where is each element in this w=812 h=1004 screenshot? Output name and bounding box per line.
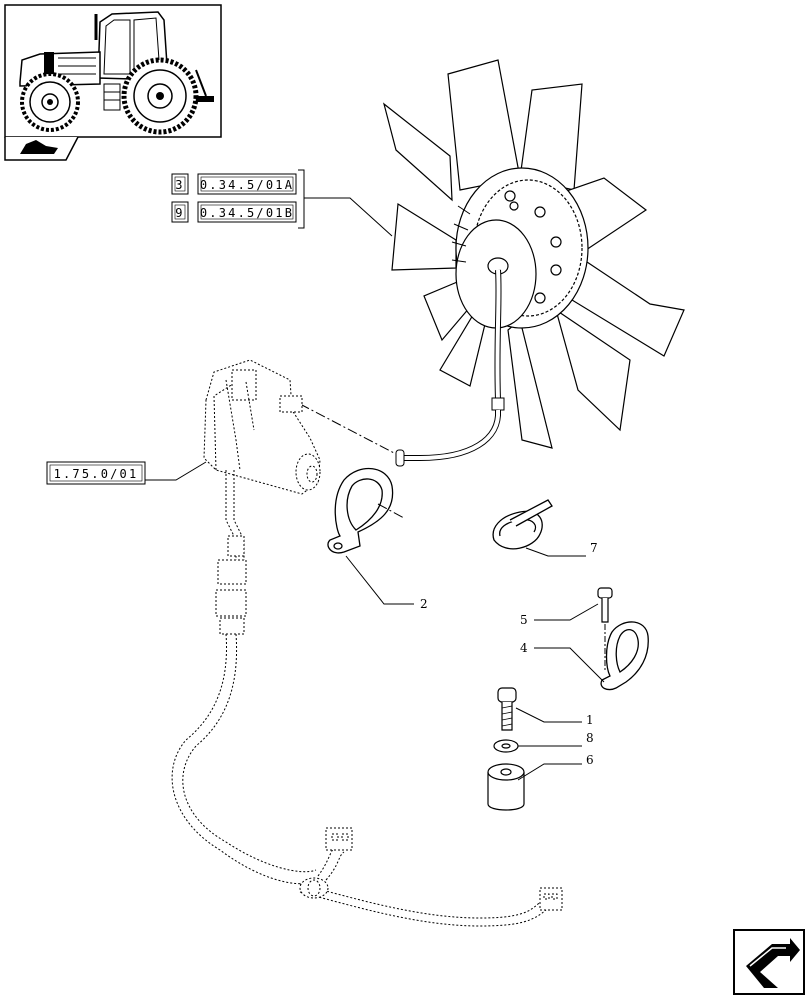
svg-text:7: 7 <box>590 541 598 555</box>
ref-qty-3: 3 <box>175 178 184 192</box>
connection-centerline <box>299 403 397 455</box>
svg-text:2: 2 <box>420 597 428 611</box>
next-page-arrow-icon[interactable] <box>733 929 805 995</box>
fan-reference-leader <box>298 169 393 237</box>
svg-text:4: 4 <box>520 641 528 655</box>
fan-actuator-motor <box>203 359 321 495</box>
part-1-bolt <box>497 687 517 731</box>
reference-box-motor: 1.75.0/01 <box>46 461 207 485</box>
callout-6: 6 <box>517 753 594 781</box>
callout-1: 1 <box>515 707 594 727</box>
tractor-thumbnail <box>4 4 222 138</box>
wiring-harness <box>171 470 563 927</box>
svg-text:6: 6 <box>586 753 594 767</box>
part-6-spacer <box>487 763 525 811</box>
part-2-p-clamp <box>327 467 394 554</box>
part-8-washer <box>493 739 519 753</box>
ref-code-motor: 1.75.0/01 <box>54 467 139 481</box>
callout-7: 7 <box>525 541 598 557</box>
section-symbol-icon <box>4 136 79 161</box>
cooling-fan <box>382 59 685 449</box>
svg-text:1: 1 <box>586 713 594 727</box>
clamp-centerline <box>377 503 405 519</box>
callout-8: 8 <box>518 731 594 747</box>
fan-sensor-harness <box>395 269 505 467</box>
ref-qty-9: 9 <box>175 206 184 220</box>
svg-text:5: 5 <box>520 613 528 627</box>
callout-4: 4 <box>520 641 605 683</box>
reference-box-3: 3 0.34.5/01A <box>171 173 297 195</box>
part-5-bolt-small <box>597 587 613 623</box>
callout-5: 5 <box>520 603 599 627</box>
part-4-clip <box>600 621 649 691</box>
part-7-cable-tie <box>492 499 553 550</box>
callout-2: 2 <box>345 555 428 611</box>
reference-box-9: 9 0.34.5/01B <box>171 201 297 223</box>
svg-text:8: 8 <box>586 731 594 745</box>
ref-code-01a: 0.34.5/01A <box>200 178 294 192</box>
ref-code-01b: 0.34.5/01B <box>200 206 294 220</box>
